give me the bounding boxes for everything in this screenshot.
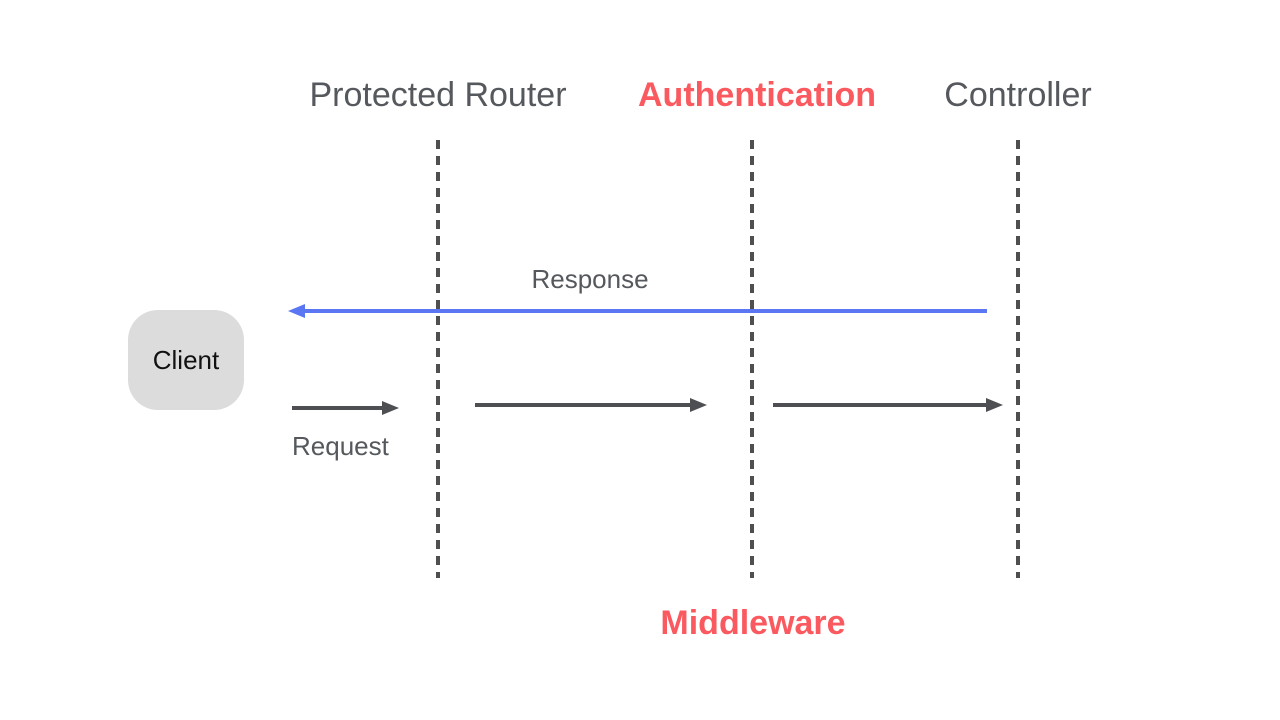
middleware-label: Middleware <box>660 604 846 642</box>
lifeline-protected-router <box>436 140 440 578</box>
arrow-auth-to-controller-head-icon <box>986 398 1003 412</box>
lane-header-protected-router: Protected Router <box>309 76 567 114</box>
request-arrow <box>292 406 384 410</box>
arrow-router-to-auth <box>475 403 691 407</box>
arrow-auth-to-controller <box>773 403 987 407</box>
client-label: Client <box>152 344 220 375</box>
lane-header-controller: Controller <box>944 76 1092 114</box>
response-arrow <box>302 309 987 313</box>
arrow-router-to-auth-head-icon <box>690 398 707 412</box>
response-arrowhead-left-icon <box>288 304 305 318</box>
lifeline-controller <box>1016 140 1020 578</box>
lifeline-authentication <box>750 140 754 578</box>
response-label: Response <box>531 264 649 294</box>
client-box: Client <box>128 310 244 410</box>
request-label: Request <box>292 431 389 461</box>
request-arrowhead-right-icon <box>382 401 399 415</box>
lane-header-authentication: Authentication <box>638 76 876 114</box>
